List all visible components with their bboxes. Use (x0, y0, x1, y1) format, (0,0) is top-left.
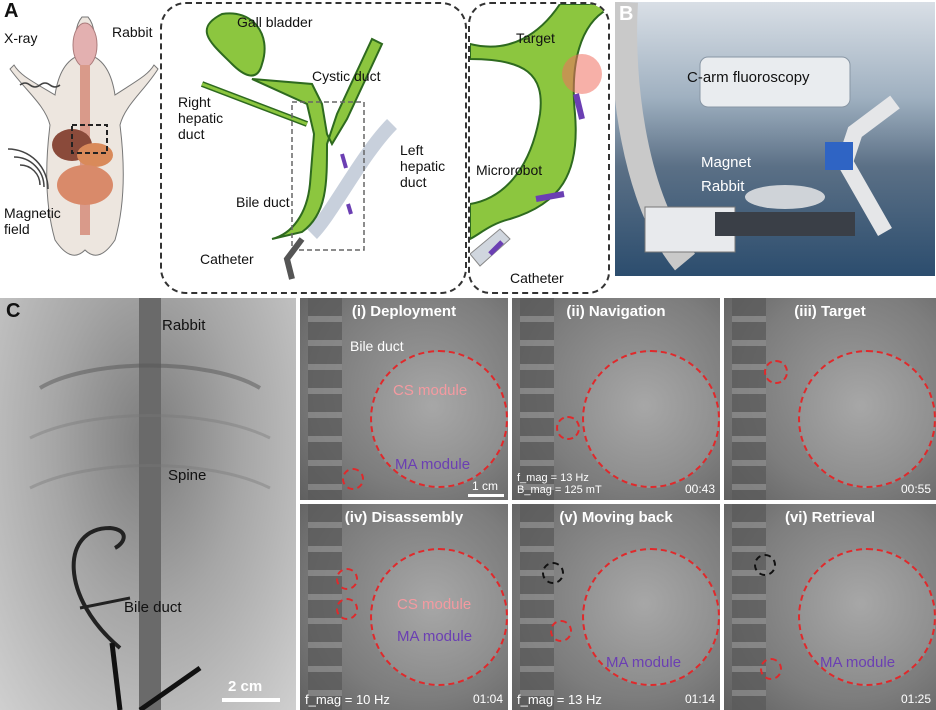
frame-time: 00:43 (684, 482, 715, 496)
panel-label-b: B (619, 3, 634, 25)
start-marker (542, 562, 564, 584)
label-cs-module: CS module (393, 382, 468, 399)
robot-marker (556, 416, 580, 440)
label-gall-bladder: Gall bladder (237, 14, 313, 30)
frame-info: f_mag = 13 Hz (517, 692, 602, 707)
rabbit-illustration (7, 16, 159, 256)
label-microrobot: Microrobot (476, 162, 543, 178)
label-cs-module: CS module (397, 596, 472, 613)
frame-title: (i) Deployment (351, 303, 457, 320)
frame-time: 01:14 (684, 692, 715, 706)
robot-marker (336, 568, 358, 590)
scale-bar-c (222, 698, 280, 702)
zoom-inset-drawing (470, 4, 608, 267)
robot-marker (550, 620, 572, 642)
label-catheter: Catheter (200, 251, 254, 267)
zoom-circle (798, 350, 936, 488)
zoom-circle (798, 548, 936, 686)
frame-info: f_mag = 10 Hz (305, 692, 390, 707)
xray-drawing (29, 298, 271, 710)
xray-image: C Rabbit Spine Bile duct 2 cm (0, 298, 296, 710)
label-rabbit-xray: Rabbit (162, 317, 206, 334)
duct-diagram-box: Gall bladder Cystic duct Right hepatic d… (160, 2, 467, 294)
zoom-circle (370, 350, 508, 488)
info-field: B_mag = 125 mT (517, 484, 602, 496)
label-ma-module: MA module (820, 654, 896, 671)
robot-marker (336, 598, 358, 620)
label-ma-module: MA module (606, 654, 682, 671)
duct-diagram (200, 12, 398, 280)
scale-text-c: 2 cm (228, 678, 263, 695)
robot-marker (342, 468, 364, 490)
label-spine: Spine (168, 467, 207, 484)
frame-title: (vi) Retrieval (784, 509, 876, 526)
start-marker (754, 554, 776, 576)
robot-marker (760, 658, 782, 680)
info-freq: f_mag = 13 Hz (517, 472, 589, 484)
zoom-circle (582, 548, 720, 686)
frame-retrieval: (vi) Retrieval MA module 01:25 (724, 504, 936, 710)
label-magnet: Magnet (701, 154, 752, 171)
robot-marker (764, 360, 788, 384)
frame-title: (v) Moving back (559, 509, 673, 526)
photo-operating-room: B C-arm fluoroscopy Magnet Rabbit (615, 2, 935, 276)
scale-bar-d (468, 494, 504, 497)
panel-label-a: A (4, 0, 19, 22)
label-ma-module: MA module (397, 628, 473, 645)
label-cystic-duct: Cystic duct (312, 68, 381, 84)
label-xray: X-ray (4, 30, 38, 46)
zoom-circle (370, 548, 508, 686)
frame-time: 00:55 (900, 482, 931, 496)
label-magnetic-field: Magnetic field (4, 205, 61, 237)
photo-drawing (615, 2, 900, 271)
label-bile-duct-xray: Bile duct (124, 599, 182, 616)
label-left-hepatic-duct: Left hepatic duct (400, 142, 446, 190)
label-bile-duct: Bile duct (236, 194, 290, 210)
scale-text-d: 1 cm (472, 479, 499, 493)
label-rabbit-photo: Rabbit (701, 178, 745, 195)
frame-target: (iii) Target 00:55 (724, 298, 936, 500)
zoom-inset: Target Microrobot Catheter (468, 2, 610, 294)
label-catheter-inset: Catheter (510, 270, 564, 286)
label-bile-duct-d: Bile duct (350, 338, 404, 354)
label-target: Target (516, 30, 555, 46)
frame-title: (iii) Target (794, 303, 866, 320)
frame-title: (iv) Disassembly (344, 509, 464, 526)
frame-title: (ii) Navigation (566, 303, 666, 320)
label-right-hepatic-duct: Right hepatic duct (178, 94, 224, 142)
panel-label-c: C (6, 300, 21, 322)
label-rabbit: Rabbit (112, 24, 153, 40)
frame-time: 01:25 (900, 692, 931, 706)
frame-deployment: (i) Deployment Bile duct CS module MA mo… (300, 298, 508, 500)
frame-moving-back: (v) Moving back MA module f_mag = 13 Hz … (512, 504, 720, 710)
frame-time: 01:04 (472, 692, 503, 706)
label-ma-module: MA module (395, 456, 471, 473)
frame-disassembly: (iv) Disassembly CS module MA module f_m… (300, 504, 508, 710)
label-c-arm: C-arm fluoroscopy (687, 69, 810, 86)
zoom-circle (582, 350, 720, 488)
